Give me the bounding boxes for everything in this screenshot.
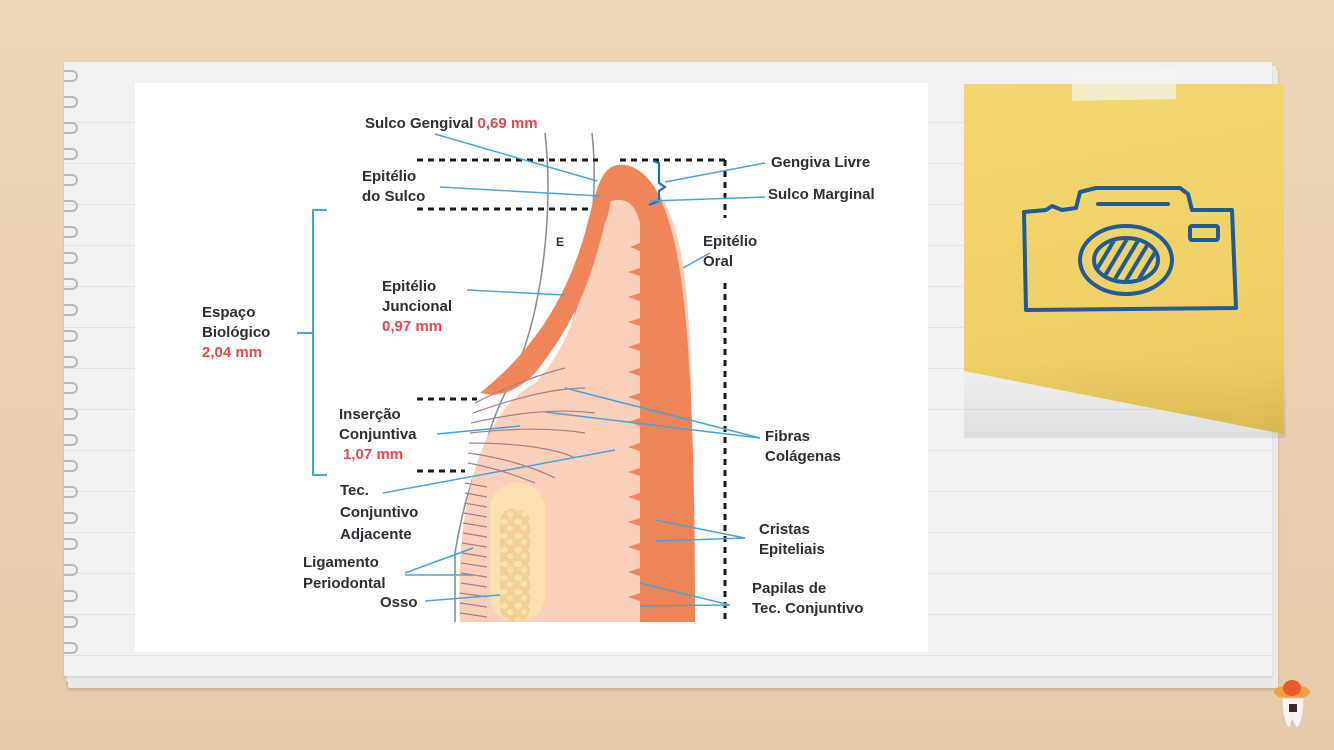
label-osso: Osso <box>380 594 418 611</box>
mascot-tooth-sombrero-icon <box>1274 680 1310 729</box>
tape-strip <box>1071 69 1177 101</box>
label-esmalte: E <box>556 235 565 249</box>
spiral-binding <box>62 62 82 676</box>
label-sulco-gengival: Sulco Gengival 0,69 mm <box>365 115 538 132</box>
camera-icon <box>1022 186 1238 312</box>
value-sulco-gengival: 0,69 mm <box>477 115 538 132</box>
value-epitelio-juncional: 0,97 mm <box>382 318 443 335</box>
sticky-note <box>964 84 1284 434</box>
tooth-gingiva-illustration <box>297 132 766 623</box>
label-gengiva-livre: Gengiva Livre <box>771 154 871 171</box>
value-espaco-biologico: 2,04 mm <box>202 344 263 361</box>
value-insercao-conjuntiva: 1,07 mm <box>343 446 404 463</box>
label-sulco-marginal: Sulco Marginal <box>768 186 875 203</box>
